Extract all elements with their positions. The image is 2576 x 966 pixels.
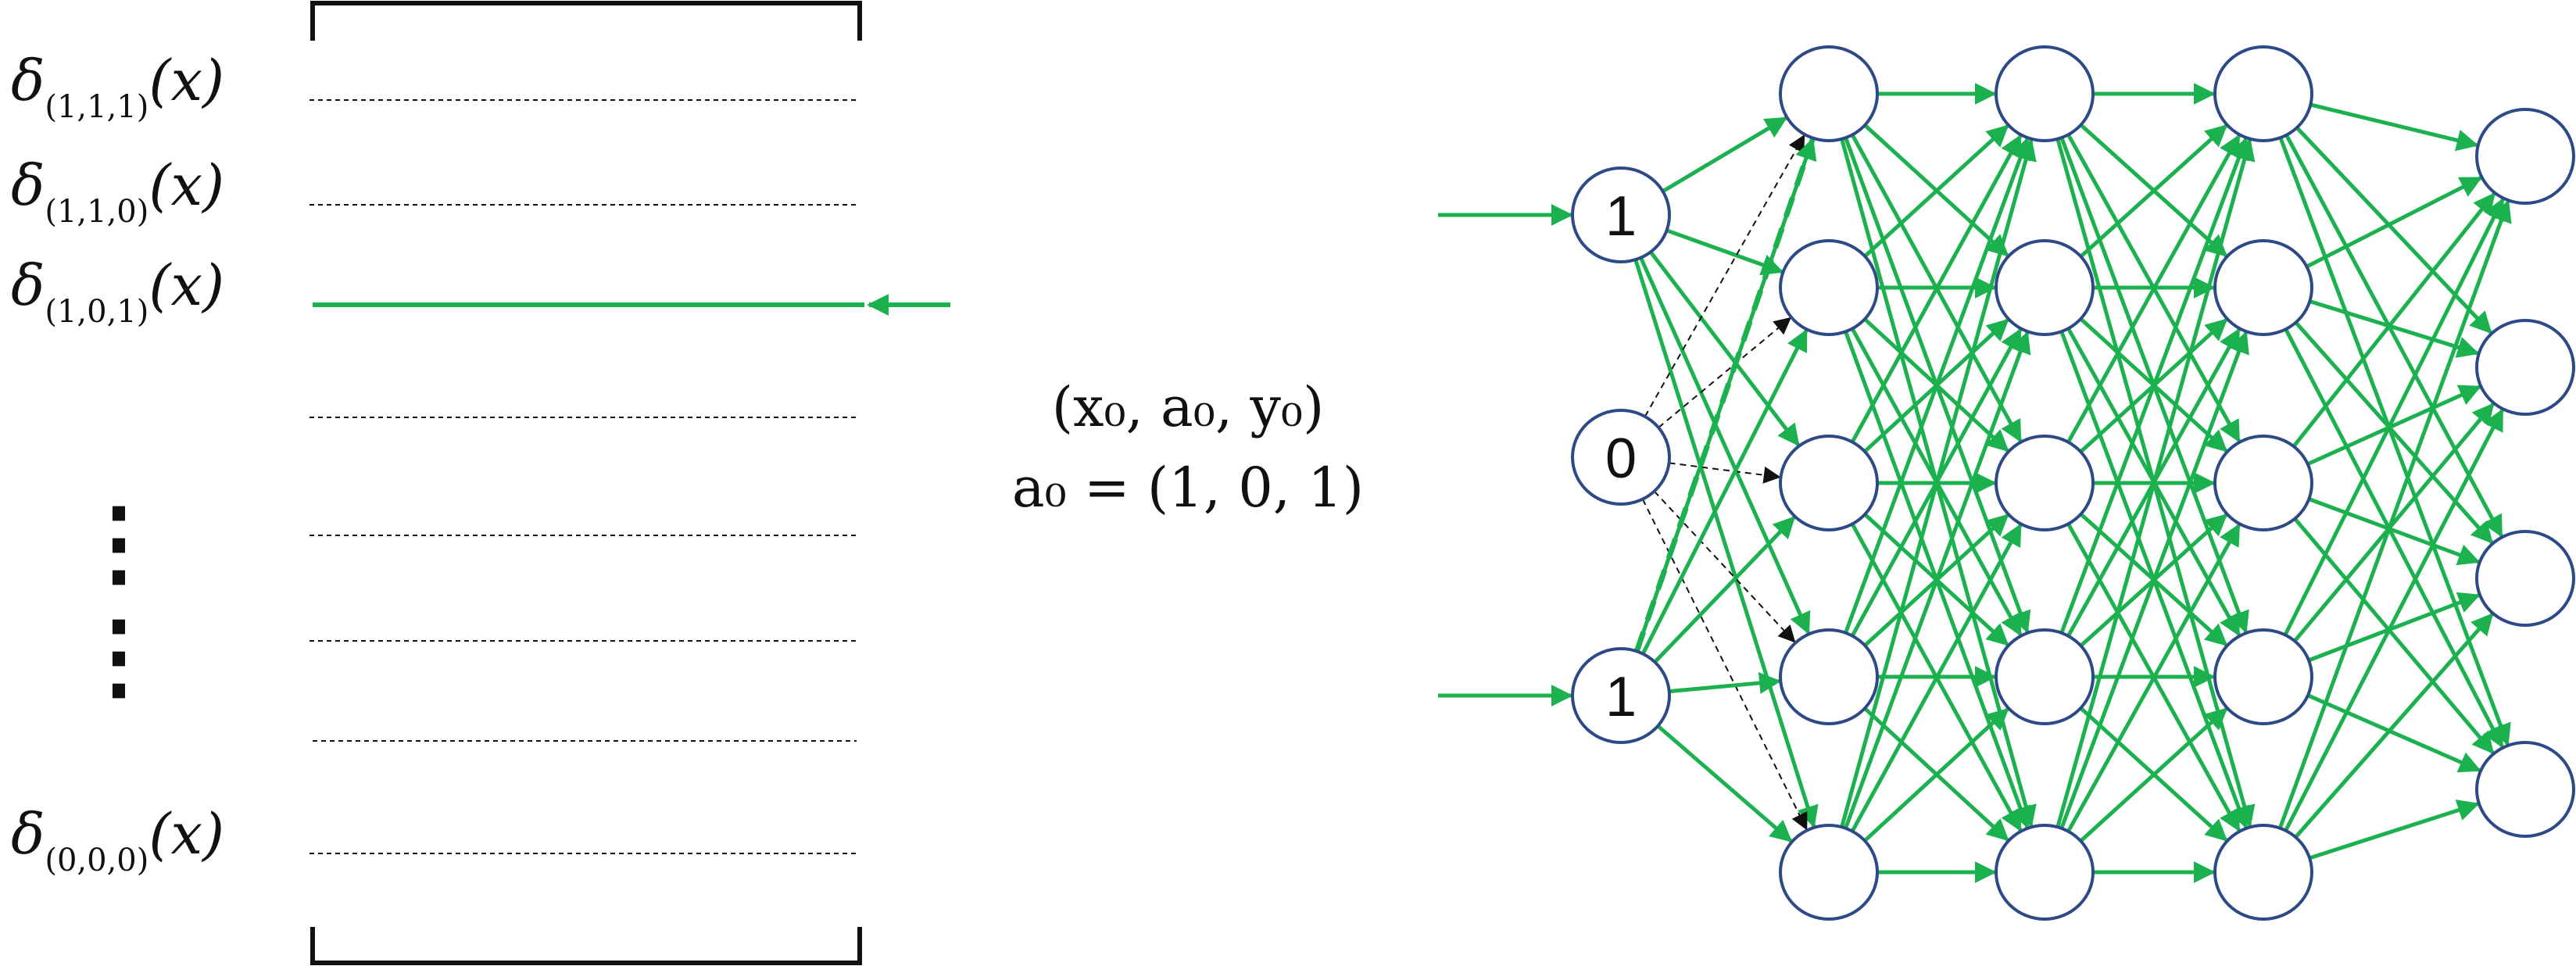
equation-tuple: (x₀, a₀, y₀) — [1052, 375, 1325, 439]
input-node-value: 1 — [1605, 666, 1637, 728]
bracket-top — [310, 1, 862, 41]
edge-hidden — [2079, 707, 2228, 843]
edge-output — [2293, 517, 2495, 755]
edge-hidden — [2066, 523, 2241, 832]
row-label: δ(1,1,0)(x) — [11, 152, 224, 230]
edge-hidden — [2079, 124, 2228, 259]
edge-hidden — [1850, 523, 2023, 832]
edge-output — [2292, 192, 2496, 448]
edge-output — [2306, 693, 2481, 773]
vertical-ellipsis: ⋮ — [72, 600, 166, 710]
edge-hidden — [2059, 137, 2249, 634]
output-node — [2475, 530, 2575, 627]
bracket-bottom — [310, 927, 862, 965]
edge-output — [2284, 328, 2504, 749]
input-arrows — [1438, 204, 1573, 707]
output-node — [2475, 319, 2575, 416]
edge-inactive — [1653, 490, 1796, 643]
edge-hidden — [2066, 134, 2241, 443]
hidden-node — [1995, 239, 2095, 336]
edge-output — [2293, 402, 2495, 642]
output-node — [2475, 741, 2575, 838]
edge-hidden — [1863, 707, 2009, 843]
hidden-node — [1779, 824, 1879, 921]
edge-inactive — [1658, 317, 1792, 428]
input-node — [1571, 409, 1671, 506]
edge-output — [2284, 408, 2504, 832]
edge-output — [2309, 102, 2479, 152]
hidden-node — [2213, 824, 2313, 921]
row-label-selected: δ(1,0,1)(x) — [11, 252, 224, 330]
hidden-node — [1779, 435, 1879, 531]
edge-output — [2306, 176, 2483, 269]
edge-output — [2277, 199, 2512, 829]
hidden-node — [2213, 628, 2313, 725]
edge-inactive — [1669, 462, 1781, 484]
edge-active — [1633, 259, 1819, 828]
vertical-ellipsis: ⋮ — [72, 487, 166, 597]
hidden-node — [1779, 45, 1879, 142]
edge-active — [1639, 256, 1811, 635]
edge-inactive — [1644, 134, 1805, 417]
row-label: δ(1,1,1)(x) — [11, 48, 224, 125]
edge-hidden — [1863, 124, 2009, 258]
hidden-node — [2213, 239, 2313, 336]
edge-hidden — [1840, 138, 2037, 828]
edge-inactive — [1641, 499, 1808, 831]
edge-hidden — [1850, 134, 2023, 443]
edge-active — [1649, 250, 1800, 447]
input-node-value: 1 — [1605, 185, 1637, 248]
hidden-node — [1995, 45, 2095, 142]
memory-bank: δ(1,1,1)(x) δ(1,1,0)(x) δ(1,0,1)(x) δ(0,… — [11, 1, 950, 965]
edge-active — [1640, 328, 1809, 655]
edge-hidden — [2055, 138, 2256, 828]
edge-output — [2283, 197, 2505, 636]
edge-active — [1665, 228, 1784, 276]
edge-output — [2294, 613, 2494, 839]
network-edges — [1633, 83, 2512, 883]
network-nodes: 1 0 1 — [1571, 45, 2575, 921]
edge-highlight — [1633, 137, 1817, 653]
edge-hidden — [2059, 331, 2249, 829]
edge-active — [1662, 116, 1788, 193]
equation-assignment: a₀ = (1, 0, 1) — [1012, 456, 1364, 520]
edge-output — [2306, 385, 2482, 467]
edge-output — [2308, 592, 2481, 663]
edge-output — [2309, 299, 2480, 358]
input-node — [1571, 166, 1671, 263]
hidden-node — [1995, 628, 2095, 725]
hidden-node — [1995, 824, 2095, 921]
edge-hidden — [1844, 137, 2031, 634]
edge-output — [2284, 134, 2503, 538]
edge-active — [1653, 516, 1796, 664]
equation-block: (x₀, a₀, y₀) a₀ = (1, 0, 1) — [1012, 375, 1364, 520]
edge-output — [2308, 497, 2481, 566]
neural-network: 1 0 1 — [1438, 45, 2575, 921]
edge-output — [2294, 320, 2494, 545]
edge-output — [2309, 800, 2480, 860]
hidden-node — [1779, 239, 1879, 336]
hidden-node — [1779, 628, 1879, 725]
edge-active — [1656, 724, 1793, 843]
output-node — [2475, 108, 2575, 205]
edge-hidden — [1844, 331, 2031, 829]
edge-output — [2278, 137, 2511, 746]
edge-active — [1669, 671, 1782, 694]
edge-output — [2295, 126, 2492, 335]
row-label: δ(0,0,0)(x) — [11, 801, 224, 878]
hidden-node — [2213, 45, 2313, 142]
hidden-node — [1995, 435, 2095, 531]
input-node-value: 0 — [1605, 428, 1637, 490]
input-node — [1571, 647, 1671, 744]
hidden-node — [2213, 435, 2313, 531]
